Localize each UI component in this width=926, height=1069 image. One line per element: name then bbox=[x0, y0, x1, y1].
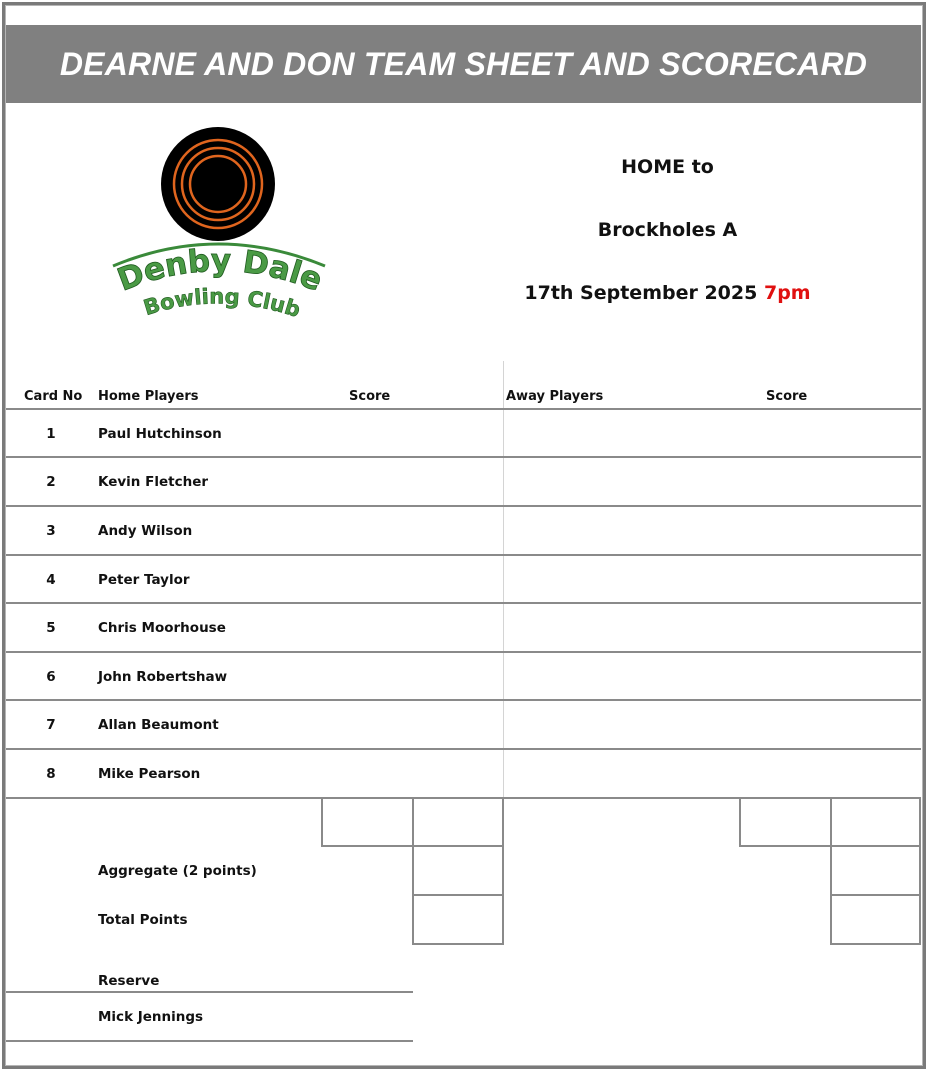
bowling-ball-icon: Denby Dale Bowling Club bbox=[112, 127, 328, 322]
home-aggregate-box[interactable] bbox=[412, 845, 504, 896]
table-row: 4 Peter Taylor bbox=[6, 556, 921, 604]
away-rink-total-box[interactable] bbox=[739, 797, 832, 847]
card-no: 1 bbox=[46, 426, 56, 442]
home-player: Chris Moorhouse bbox=[98, 620, 226, 636]
total-points-label: Total Points bbox=[98, 912, 188, 928]
row-rule bbox=[6, 554, 921, 556]
home-player: Mike Pearson bbox=[98, 766, 201, 782]
col-home-score: Score bbox=[349, 389, 391, 404]
card-no: 3 bbox=[46, 523, 56, 539]
reserve-rule bbox=[6, 991, 413, 993]
match-time: 7pm bbox=[763, 282, 811, 304]
home-score-total-box[interactable] bbox=[412, 797, 504, 847]
row-rule bbox=[6, 699, 921, 701]
card-no: 2 bbox=[46, 474, 56, 490]
home-player: John Robertshaw bbox=[98, 669, 228, 685]
card-no: 8 bbox=[46, 766, 56, 782]
col-away-score: Score bbox=[766, 389, 808, 404]
table-row: 2 Kevin Fletcher bbox=[6, 458, 921, 506]
home-player: Andy Wilson bbox=[98, 523, 193, 539]
venue-line: HOME to bbox=[621, 156, 714, 178]
header-rule bbox=[6, 408, 921, 410]
home-total-points-box[interactable] bbox=[412, 894, 504, 945]
home-player: Paul Hutchinson bbox=[98, 426, 222, 442]
aggregate-label: Aggregate (2 points) bbox=[98, 863, 257, 879]
col-card-no: Card No bbox=[24, 389, 83, 404]
card-no: 4 bbox=[46, 572, 56, 588]
card-no: 6 bbox=[46, 669, 56, 685]
svg-text:Bowling Club: Bowling Club bbox=[141, 284, 303, 322]
table-row: 8 Mike Pearson bbox=[6, 750, 921, 798]
title-banner: DEARNE AND DON TEAM SHEET AND SCORECARD bbox=[6, 25, 921, 103]
home-player: Peter Taylor bbox=[98, 572, 190, 588]
away-aggregate-box[interactable] bbox=[830, 845, 921, 896]
col-home-players: Home Players bbox=[98, 389, 199, 404]
table-row: 6 John Robertshaw bbox=[6, 653, 921, 701]
row-rule bbox=[6, 602, 921, 604]
card-no: 5 bbox=[46, 620, 56, 636]
table-row: 7 Allan Beaumont bbox=[6, 701, 921, 749]
row-rule bbox=[6, 505, 921, 507]
page-title: DEARNE AND DON TEAM SHEET AND SCORECARD bbox=[59, 45, 868, 82]
table-row: 5 Chris Moorhouse bbox=[6, 604, 921, 652]
table-row: 3 Andy Wilson bbox=[6, 507, 921, 555]
home-player: Allan Beaumont bbox=[98, 717, 219, 733]
reserve-rule-bottom bbox=[6, 1040, 413, 1042]
away-score-total-box[interactable] bbox=[830, 797, 921, 847]
row-rule bbox=[6, 651, 921, 653]
club-logo: Denby Dale Bowling Club bbox=[105, 122, 335, 332]
reserve-player: Mick Jennings bbox=[98, 1009, 204, 1025]
match-datetime: 17th September 2025 7pm bbox=[505, 282, 830, 304]
row-rule bbox=[6, 456, 921, 458]
table-row: 1 Paul Hutchinson bbox=[6, 410, 921, 458]
home-player: Kevin Fletcher bbox=[98, 474, 209, 490]
card-no: 7 bbox=[46, 717, 56, 733]
reserve-label: Reserve bbox=[98, 973, 160, 989]
opponent-name: Brockholes A bbox=[597, 219, 738, 241]
match-date: 17th September 2025 bbox=[524, 282, 758, 304]
home-away-divider bbox=[503, 361, 504, 798]
col-away-players: Away Players bbox=[506, 389, 604, 404]
row-rule bbox=[6, 748, 921, 750]
away-total-points-box[interactable] bbox=[830, 894, 921, 945]
home-rink-total-box[interactable] bbox=[321, 797, 414, 847]
